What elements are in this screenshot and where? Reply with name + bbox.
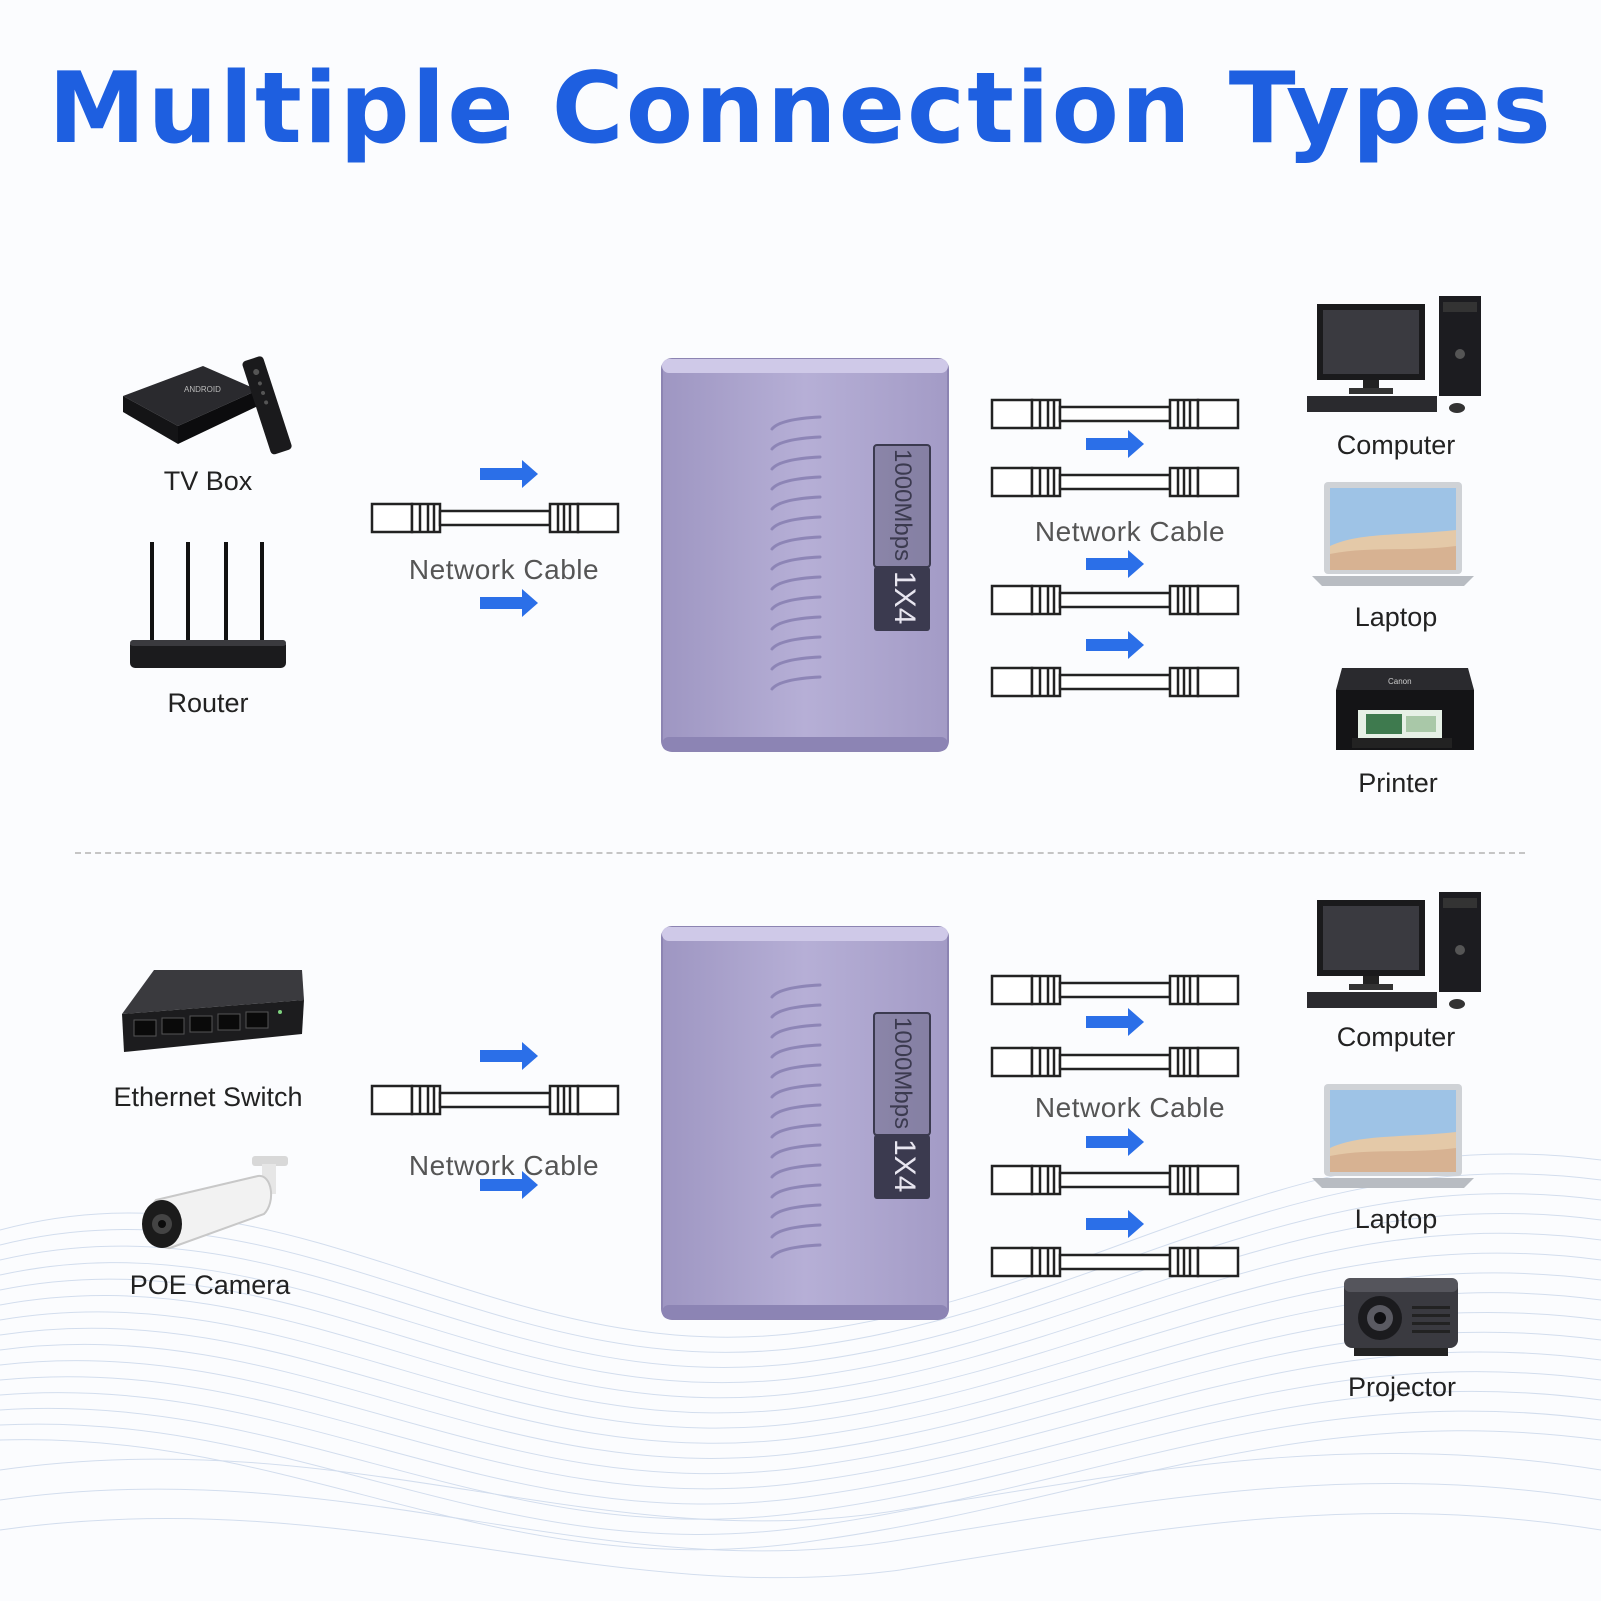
- ethernet-switch-icon: [122, 970, 304, 1052]
- network-cable-icon: [990, 466, 1240, 498]
- computer-icon: [1307, 296, 1481, 413]
- device-label-printer: Printer: [1358, 768, 1438, 798]
- arrow-right-icon: [1086, 1008, 1144, 1036]
- switch-body: [661, 926, 949, 1320]
- source-label-tv-box: TV Box: [163, 466, 253, 496]
- section-divider: [75, 852, 1525, 854]
- router-icon: [130, 542, 286, 668]
- device-label-laptop: Laptop: [1354, 1204, 1438, 1234]
- arrow-right-icon: [1086, 550, 1144, 578]
- switch-speed-label: 1000Mbps: [889, 449, 916, 561]
- output-cable-label: Network Cable: [1034, 1092, 1226, 1123]
- svg-text:ANDROID: ANDROID: [184, 385, 221, 394]
- input-cable-group: [370, 460, 620, 617]
- computer-icon: [1307, 892, 1481, 1009]
- switch-model-label: 1X4: [888, 571, 921, 624]
- network-cable-icon: [990, 1046, 1240, 1078]
- network-switch: 1000Mbps 1X4: [660, 925, 950, 1321]
- arrow-right-icon: [1086, 631, 1144, 659]
- output-cables-group: [990, 398, 1240, 698]
- page-title: Multiple Connection Types: [48, 52, 1553, 166]
- laptop-icon: [1312, 482, 1474, 586]
- input-cable-label: Network Cable: [408, 1150, 600, 1181]
- projector-icon: [1344, 1278, 1458, 1356]
- laptop-icon: [1312, 1084, 1474, 1188]
- switch-model-label: 1X4: [888, 1139, 921, 1192]
- source-label-ethernet-switch: Ethernet Switch: [113, 1082, 303, 1112]
- top-section: ANDROID TV Box Router Network Cable: [0, 280, 1601, 880]
- tv-box-icon: ANDROID: [123, 356, 292, 455]
- bottom-section: Ethernet Switch POE Camera Network Cable: [0, 850, 1601, 1450]
- network-cable-icon: [990, 1164, 1240, 1196]
- input-cable-label: Network Cable: [408, 554, 600, 585]
- source-label-poe-camera: POE Camera: [129, 1270, 291, 1300]
- device-label-laptop: Laptop: [1354, 602, 1438, 632]
- network-cable-icon: [990, 584, 1240, 616]
- switch-speed-label: 1000Mbps: [889, 1017, 916, 1129]
- network-cable-icon: [990, 398, 1240, 430]
- printer-icon: Canon: [1336, 668, 1474, 750]
- input-cable-group: [370, 1042, 620, 1199]
- arrow-right-icon: [1086, 1128, 1144, 1156]
- device-label-computer: Computer: [1336, 430, 1456, 460]
- network-switch: 1000Mbps 1X4: [660, 357, 950, 753]
- arrow-right-icon: [480, 460, 538, 488]
- output-cables-group: [990, 974, 1240, 1278]
- svg-text:Canon: Canon: [1388, 677, 1412, 686]
- arrow-right-icon: [480, 1042, 538, 1070]
- network-cable-icon: [370, 1084, 620, 1116]
- device-label-projector: Projector: [1347, 1372, 1457, 1402]
- switch-body: [661, 358, 949, 752]
- network-cable-icon: [990, 666, 1240, 698]
- source-label-router: Router: [167, 688, 249, 718]
- output-cable-label: Network Cable: [1034, 516, 1226, 547]
- network-cable-icon: [990, 974, 1240, 1006]
- arrow-right-icon: [480, 1171, 538, 1199]
- network-cable-icon: [990, 1246, 1240, 1278]
- arrow-right-icon: [1086, 1210, 1144, 1238]
- arrow-right-icon: [1086, 430, 1144, 458]
- device-label-computer: Computer: [1336, 1022, 1456, 1052]
- network-cable-icon: [370, 502, 620, 534]
- poe-camera-icon: [142, 1156, 288, 1249]
- arrow-right-icon: [480, 589, 538, 617]
